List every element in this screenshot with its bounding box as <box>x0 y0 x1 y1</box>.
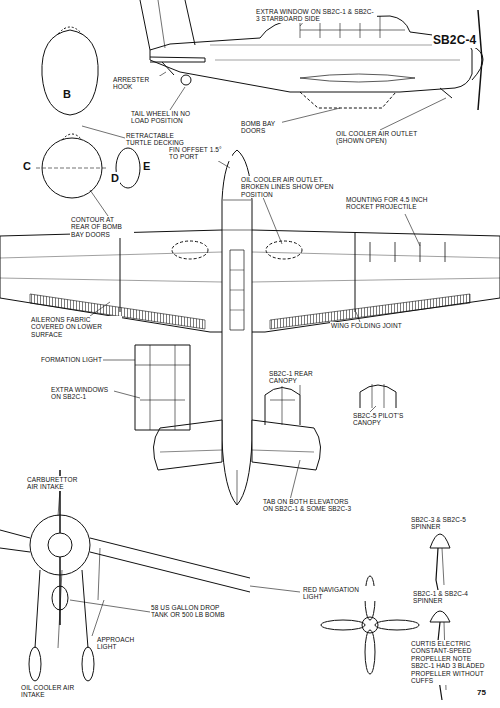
front-view <box>0 470 250 681</box>
callout-label: EXTRA WINDOW ON SB2C-1 & SB2C-3 STARBOAR… <box>255 8 377 23</box>
view-letter: C <box>22 160 32 173</box>
callout-label: OIL COOLER AIR OUTLET (SHOWN OPEN) <box>335 130 427 145</box>
callout-label: AILERONS FABRIC COVERED ON LOWER SURFACE <box>30 316 122 338</box>
callout-label: BOMB BAY DOORS <box>240 120 282 135</box>
callout-label: 58 US GALLON DROP TANK OR 500 LB BOMB <box>150 604 232 619</box>
callout-label: ARRESTER HOOK <box>112 76 164 91</box>
callout-label: APPROACH LIGHT <box>96 636 154 651</box>
callout-label: CURTIS ELECTRIC CONSTANT-SPEED PROPELLER… <box>410 640 490 685</box>
cross-sections <box>36 27 140 198</box>
callout-label: RETRACTABLE TURTLE DECKING <box>125 132 197 147</box>
callout-label: OIL COOLER AIR OUTLET. BROKEN LINES SHOW… <box>240 176 342 198</box>
view-letter: E <box>142 160 151 173</box>
side-view <box>140 0 483 110</box>
callout-label: TAB ON BOTH ELEVATORS ON SB2C-1 & SOME S… <box>262 498 356 513</box>
callout-label: SB2C-5 PILOT'S CANOPY <box>352 412 416 427</box>
plan-view <box>0 150 500 505</box>
callout-label: CARBURETTOR AIR INTAKE <box>26 476 88 491</box>
callout-label: FORMATION LIGHT <box>40 356 103 363</box>
view-letter: 75 <box>476 688 487 697</box>
callout-label: SB2C-1 REAR CANOPY <box>268 370 330 385</box>
view-letter: SB2C-4 <box>432 34 477 48</box>
callout-label: SB2C-3 & SB2C-5 SPINNER <box>410 516 474 531</box>
callout-label: OIL COOLER AIR INTAKE <box>20 684 92 699</box>
callout-label: TAIL WHEEL IN NO LOAD POSITION <box>130 110 202 125</box>
callout-label: WING FOLDING JOINT <box>330 322 403 329</box>
callout-label: EXTRA WINDOWS ON SB2C-1 <box>50 386 114 401</box>
callout-label: RED NAVIGATION LIGHT <box>302 586 376 601</box>
callout-label: MOUNTING FOR 4.5 INCH ROCKET PROJECTILE <box>345 196 432 211</box>
callout-label: FIN OFFSET 1.5° TO PORT <box>168 146 232 161</box>
view-letter: B <box>62 88 72 101</box>
callout-label: CONTOUR AT REAR OF BOMB BAY DOORS <box>70 216 134 238</box>
view-letter: D <box>110 172 120 185</box>
callout-label: SB2C-1 & SB2C-4 SPINNER <box>412 590 476 605</box>
